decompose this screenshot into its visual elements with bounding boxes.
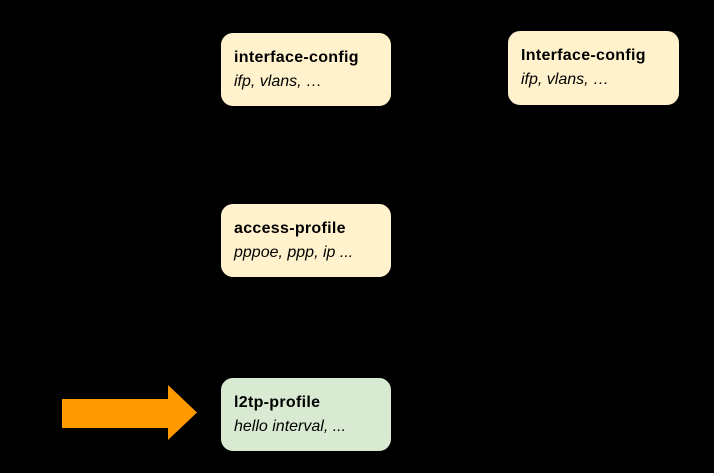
node-title: access-profile bbox=[234, 219, 346, 237]
node-title: Interface-config bbox=[521, 47, 646, 64]
node-subtitle: ifp, vlans, … bbox=[521, 71, 610, 88]
node-subtitle: ifp, vlans, … bbox=[234, 72, 323, 90]
node-interface-config-right: Interface-config ifp, vlans, … bbox=[507, 30, 680, 106]
node-access-profile: access-profile pppoe, ppp, ip ... bbox=[220, 203, 392, 278]
node-title: l2tp-profile bbox=[234, 393, 321, 411]
right-arrow-icon bbox=[62, 385, 197, 440]
right-arrow-shape bbox=[62, 385, 197, 440]
node-subtitle: hello interval, ... bbox=[234, 417, 347, 435]
node-interface-config-left: interface-config ifp, vlans, … bbox=[220, 32, 392, 107]
node-subtitle: pppoe, ppp, ip ... bbox=[234, 243, 354, 261]
node-l2tp-profile: l2tp-profile hello interval, ... bbox=[220, 377, 392, 452]
node-title: interface-config bbox=[234, 48, 359, 66]
